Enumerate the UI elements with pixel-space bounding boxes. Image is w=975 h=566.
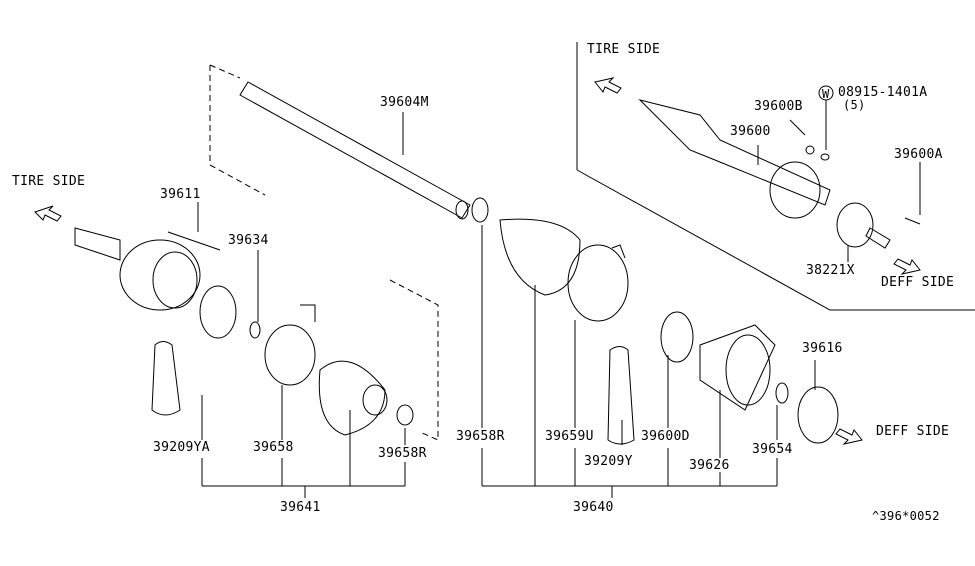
part-39600B[interactable]: 39600B	[754, 99, 803, 114]
part-39659U[interactable]: 39659U	[545, 429, 594, 444]
part-39626[interactable]: 39626	[689, 458, 730, 473]
part-39600A[interactable]: 39600A	[894, 147, 943, 162]
washer-symbol: W	[822, 87, 830, 101]
part-39658[interactable]: 39658	[253, 440, 294, 455]
part-39616[interactable]: 39616	[802, 341, 843, 356]
part-39640[interactable]: 39640	[573, 500, 614, 515]
quantity-5: (5)	[843, 98, 866, 112]
arrow-deff-side-top-icon	[893, 258, 921, 275]
label-deff-side-top: DEFF SIDE	[881, 275, 955, 290]
part-39604M[interactable]: 39604M	[380, 95, 429, 110]
part-39658R-mid[interactable]: 39658R	[456, 429, 505, 444]
part-39600D[interactable]: 39600D	[641, 429, 690, 444]
arrow-tire-side-right-icon	[594, 77, 622, 94]
arrow-tire-side-left-icon	[34, 205, 62, 222]
part-39209YA[interactable]: 39209YA	[153, 440, 210, 455]
label-deff-side-bottom: DEFF SIDE	[876, 424, 950, 439]
label-tire-side-right: TIRE SIDE	[587, 42, 661, 57]
diagram-code: ^396*0052	[872, 509, 940, 523]
part-08915-1401A[interactable]: 08915-1401A	[838, 85, 928, 100]
arrow-deff-side-bottom-icon	[835, 428, 863, 445]
part-38221X[interactable]: 38221X	[806, 263, 855, 278]
part-39658R-left[interactable]: 39658R	[378, 446, 427, 461]
part-39641[interactable]: 39641	[280, 500, 321, 515]
part-39611[interactable]: 39611	[160, 187, 201, 202]
part-39600[interactable]: 39600	[730, 124, 771, 139]
part-39654[interactable]: 39654	[752, 442, 793, 457]
part-39209Y[interactable]: 39209Y	[584, 454, 633, 469]
label-tire-side-left: TIRE SIDE	[12, 174, 86, 189]
part-39634[interactable]: 39634	[228, 233, 269, 248]
